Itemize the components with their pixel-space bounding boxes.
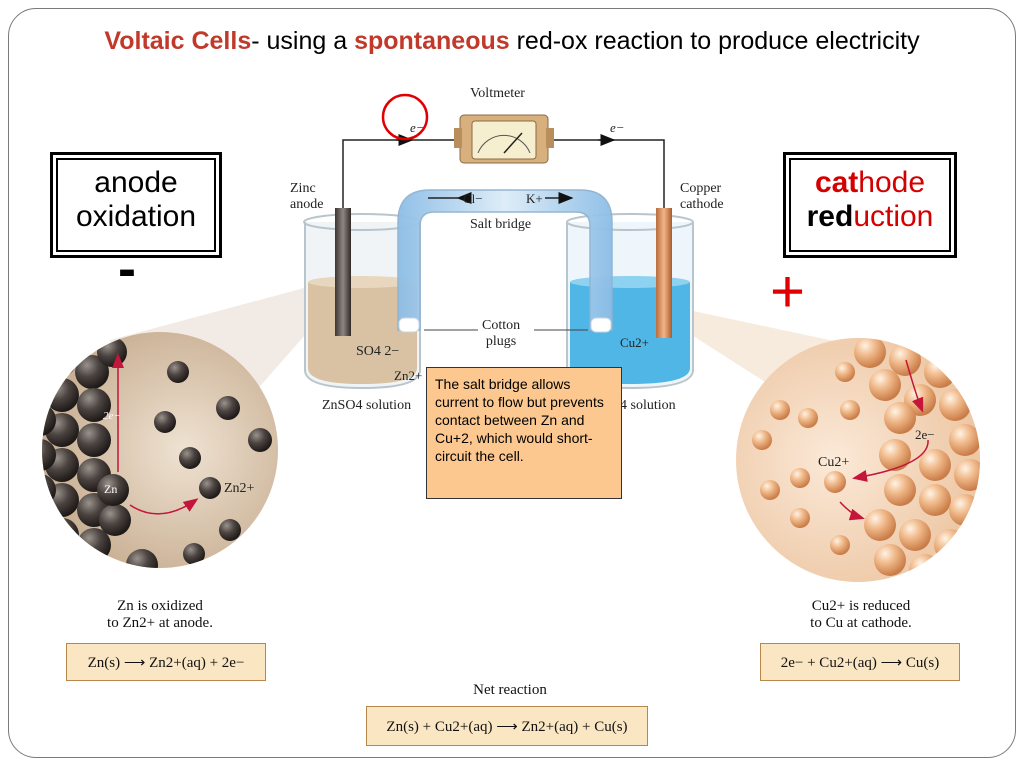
plus-sign: + (770, 258, 806, 325)
salt-bridge-label: Salt bridge (470, 217, 532, 232)
electron-label-left: e− (410, 120, 425, 135)
oxidation-label: oxidation (75, 200, 197, 233)
zn2-ion-label: Zn2+ (224, 481, 255, 496)
zn2-diagram-label: Zn2+ (394, 368, 423, 383)
cu2-diagram-label: Cu2+ (620, 335, 650, 350)
left-caption-line2: to Zn2+ at anode. (107, 615, 213, 631)
left-wire (342, 139, 460, 212)
cathode-rest-part: hode (858, 166, 926, 199)
zinc-anode-line1: Zinc (290, 181, 316, 196)
reduction-rest-part: uction (853, 200, 934, 233)
cathode-label: cathode (783, 166, 957, 200)
cuso4-solution-label: 4 solution (620, 398, 676, 413)
anode-box (50, 152, 222, 258)
reduction-bold-part: red (806, 200, 854, 233)
right-caption: Cu2+ is reduced to Cu at cathode. (786, 598, 936, 632)
cotton-plugs-line1: Cotton (482, 318, 521, 333)
right-caption-line1: Cu2+ is reduced (811, 598, 911, 614)
title-rest: red-ox reaction to produce electricity (509, 27, 920, 55)
cathode-box (783, 152, 957, 258)
cotton-plugs-label: Cotton plugs (482, 318, 520, 350)
left-2e-label: 2e− (103, 410, 121, 422)
right-wire (548, 139, 665, 210)
zn-atom-label: Zn (104, 482, 118, 496)
electron-label-right: e− (610, 120, 625, 135)
copper-cathode-label: Copper cathode (680, 181, 724, 213)
voltmeter-label: Voltmeter (470, 86, 525, 101)
znso4-solution-label: ZnSO4 solution (322, 398, 412, 413)
oxidation-equation: Zn(s) ⟶ Zn2+(aq) + 2e− (66, 643, 266, 681)
title-spontaneous: spontaneous (354, 27, 510, 55)
reduction-label: reduction (783, 200, 957, 234)
cathode-red-part: cat (814, 166, 859, 199)
reduction-equation: 2e− + Cu2+(aq) ⟶ Cu(s) (760, 643, 960, 681)
cu2-ion-label: Cu2+ (818, 455, 850, 470)
copper-zoom-circle (736, 338, 980, 582)
slide-title: Voltaic Cells- using a spontaneous red-o… (0, 27, 1024, 56)
cotton-plug-left (398, 317, 420, 333)
left-caption: Zn is oxidized to Zn2+ at anode. (85, 598, 235, 632)
net-reaction-label: Net reaction (473, 682, 547, 698)
right-2e-label: 2e− (915, 427, 935, 442)
so4-label: SO4 2− (356, 344, 400, 359)
cotton-plugs-line2: plugs (485, 334, 517, 349)
voltmeter (454, 114, 554, 164)
zinc-anode-label: Zinc anode (290, 181, 323, 213)
copper-cathode-line2: cathode (680, 197, 724, 212)
copper-electrode (656, 208, 672, 338)
zinc-zoom-circle (42, 332, 278, 568)
title-voltaic-cells: Voltaic Cells (104, 27, 252, 55)
salt-bridge-note: The salt bridge allows current to flow b… (426, 367, 622, 499)
zinc-anode-line2: anode (290, 197, 324, 212)
left-caption-line1: Zn is oxidized (117, 598, 203, 614)
zinc-electrode (335, 208, 351, 336)
title-using: - using a (251, 27, 355, 55)
salt-bridge (397, 189, 613, 331)
anode-box-text: anode oxidation (50, 166, 222, 234)
net-equation: Zn(s) + Cu2+(aq) ⟶ Zn2+(aq) + Cu(s) (366, 706, 648, 746)
electron-highlight-circle (381, 93, 429, 141)
right-caption-line2: to Cu at cathode. (810, 615, 912, 631)
cathode-box-text: cathode reduction (783, 166, 957, 234)
cotton-plug-right (590, 317, 612, 333)
copper-beaker (566, 213, 694, 390)
anode-label: anode (94, 166, 178, 199)
copper-cathode-line1: Copper (680, 181, 722, 196)
k-ion-label: K+ (526, 191, 543, 206)
minus-sign: - (118, 239, 136, 299)
cl-ion-label: Cl− (463, 191, 483, 206)
